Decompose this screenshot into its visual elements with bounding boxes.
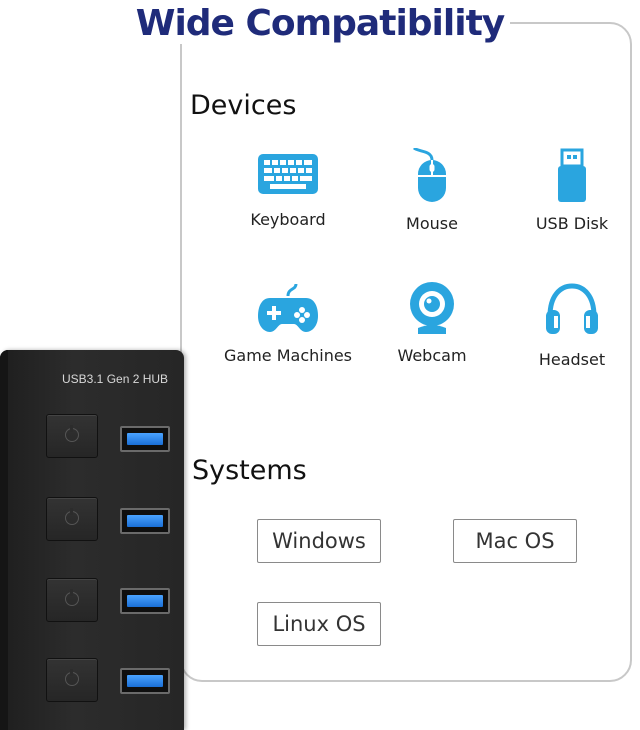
system-windows: Windows (257, 519, 381, 563)
device-label: Keyboard (250, 210, 326, 229)
device-headset: Headset (502, 280, 640, 369)
power-switch (46, 658, 98, 702)
device-label: Game Machines (223, 346, 353, 365)
compatibility-panel (180, 22, 632, 682)
hub-side-edge (0, 350, 8, 730)
power-icon (65, 508, 79, 525)
device-webcam: Webcam (362, 280, 502, 365)
keyboard-icon (258, 154, 318, 194)
device-label: USB Disk (535, 214, 609, 233)
device-game-machines: Game Machines (218, 280, 358, 365)
webcam-icon (410, 282, 454, 334)
power-switch (46, 414, 98, 458)
device-keyboard: Keyboard (218, 148, 358, 229)
system-mac-os: Mac OS (453, 519, 577, 563)
usb-port (120, 668, 170, 694)
usb-port (120, 426, 170, 452)
power-icon (65, 589, 79, 606)
power-switch (46, 497, 98, 541)
hub-label: USB3.1 Gen 2 HUB (62, 372, 169, 386)
usb-disk-icon (558, 148, 586, 202)
usb-port (120, 588, 170, 614)
page-title: Wide Compatibility (0, 2, 640, 46)
systems-heading: Systems (192, 455, 307, 486)
device-label: Mouse (406, 214, 458, 233)
power-switch (46, 578, 98, 622)
gamepad-icon (258, 283, 318, 332)
device-label: Webcam (397, 346, 467, 365)
power-icon (65, 669, 79, 686)
devices-heading: Devices (190, 90, 297, 121)
power-icon (65, 425, 79, 442)
system-linux-os: Linux OS (257, 602, 381, 646)
headset-icon (546, 283, 598, 334)
device-label: Headset (538, 350, 606, 369)
device-usb-disk: USB Disk (502, 148, 640, 233)
device-mouse: Mouse (362, 148, 502, 233)
usb-port (120, 508, 170, 534)
mouse-icon (412, 148, 446, 202)
